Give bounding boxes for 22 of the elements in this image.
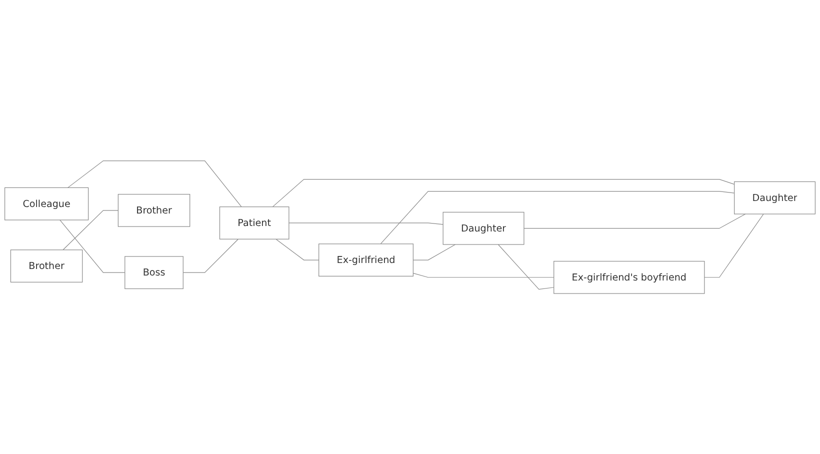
connector <box>704 214 764 278</box>
node-box: Brother <box>118 194 190 227</box>
connector <box>412 244 456 260</box>
connector <box>498 244 554 290</box>
connector <box>182 238 239 273</box>
node-box: Ex-girlfriend <box>318 243 414 276</box>
connector <box>60 220 126 273</box>
connector <box>412 272 554 278</box>
connector <box>276 238 320 260</box>
connector <box>68 160 242 207</box>
node-box: Daughter <box>442 212 524 245</box>
node-box: Boss <box>124 256 184 289</box>
connector <box>288 222 444 225</box>
node-box: Colleague <box>4 187 89 220</box>
node-box: Daughter <box>734 181 816 214</box>
connector <box>524 214 746 228</box>
node-box: Brother <box>10 249 83 282</box>
connector <box>380 190 735 244</box>
connector <box>272 178 735 207</box>
node-box: Ex-girlfriend's boyfriend <box>554 260 705 294</box>
node-box: Patient <box>219 206 290 240</box>
connector <box>62 210 118 250</box>
